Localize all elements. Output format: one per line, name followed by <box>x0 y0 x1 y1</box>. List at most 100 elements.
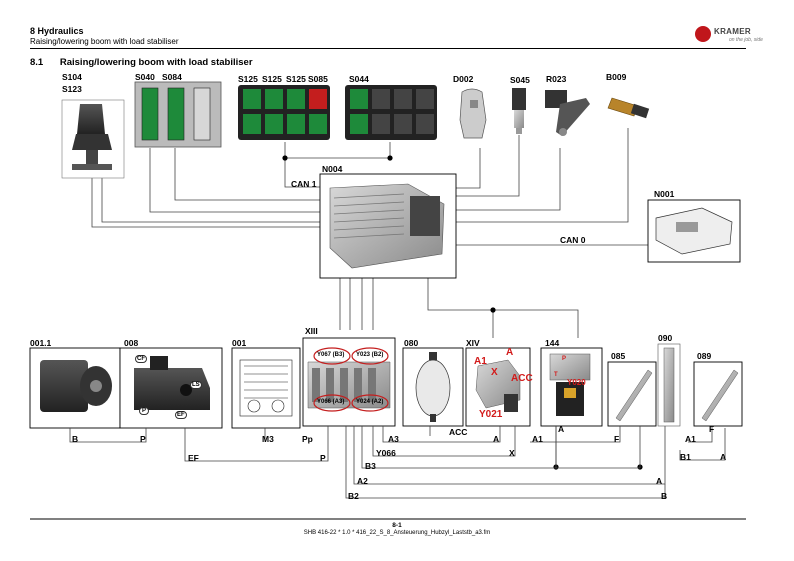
label-xiii: XIII <box>305 326 318 336</box>
label-can0: CAN 0 <box>560 235 586 245</box>
header-rule <box>30 48 746 49</box>
section-number: 8.1 <box>30 57 44 68</box>
section-heading: 8.1 Raising/lowering boom with load stab… <box>30 57 253 68</box>
valve-144-image <box>540 347 603 427</box>
controller-n004-image <box>319 173 457 279</box>
label-xiv: XIV <box>466 338 480 348</box>
line-a3: A3 <box>388 434 399 444</box>
port-t144: T <box>554 372 558 378</box>
line-b3: B3 <box>365 461 376 471</box>
label-0011: 001.1 <box>30 338 52 348</box>
cylinder-085-image <box>607 361 657 427</box>
load-stabiliser-xiv-image <box>465 347 531 427</box>
line-b2-right: B <box>661 491 668 501</box>
switch-panel-s125-s085 <box>238 85 330 140</box>
electrical-lines <box>91 128 648 338</box>
line-b1: B1 <box>680 452 691 462</box>
cylinder-089-image <box>693 361 743 427</box>
label-d002: D002 <box>453 74 474 84</box>
line-a-xiv: A <box>493 434 500 444</box>
label-b009: B009 <box>606 72 627 82</box>
label-y024: Y024 (A2) <box>356 399 384 405</box>
line-a1-b: A1 <box>685 434 696 444</box>
label-can1: CAN 1 <box>291 179 317 189</box>
page-number: 8-1 <box>392 522 402 529</box>
port-acc: ACC <box>511 373 533 384</box>
line-b: B <box>72 434 79 444</box>
control-valve-xiii-image <box>302 337 396 427</box>
port-y020: Y020 <box>567 378 586 387</box>
line-y066: Y066 <box>376 448 396 458</box>
switch-panel-s040-s084 <box>134 81 222 148</box>
port-p144: P <box>562 356 567 362</box>
line-a2: A2 <box>357 476 368 486</box>
port-a: A <box>506 347 514 358</box>
operator-seat-image <box>61 99 125 179</box>
line-x: X <box>509 448 515 458</box>
port-y021: Y021 <box>479 409 503 420</box>
chapter-title: 8 Hydraulics <box>30 26 84 36</box>
logo-mark-icon <box>695 26 711 42</box>
module-n001-image <box>647 199 741 263</box>
sensor-r023-image <box>545 90 590 136</box>
section-title: Raising/lowering boom with load stabilis… <box>59 57 253 68</box>
label-s084: S084 <box>162 72 182 82</box>
label-n004: N004 <box>322 164 343 174</box>
line-pp: Pp <box>302 434 313 444</box>
line-p: P <box>140 434 146 444</box>
accumulator-080-image <box>402 347 464 427</box>
line-m3: M3 <box>262 434 274 444</box>
port-a1: A1 <box>474 356 487 367</box>
line-ef: EF <box>188 453 199 463</box>
label-y067: Y067 (B3) <box>317 352 345 358</box>
label-s125-b: S125 <box>262 74 282 84</box>
label-144: 144 <box>545 338 560 348</box>
line-a1: A1 <box>532 434 543 444</box>
brand-tagline: on the job, side <box>729 37 763 43</box>
chapter-subtitle: Raising/lowering boom with load stabilis… <box>30 37 179 46</box>
label-085: 085 <box>611 351 626 361</box>
hydraulic-lines <box>69 426 726 499</box>
port-cf: CF <box>135 355 147 363</box>
label-s085: S085 <box>308 74 328 84</box>
label-090: 090 <box>658 333 673 343</box>
port-p: P <box>139 407 150 415</box>
label-080: 080 <box>404 338 419 348</box>
cylinder-090-image <box>657 343 681 427</box>
engine-001-image <box>231 347 301 429</box>
port-ls: LS <box>190 381 202 389</box>
label-s125-a: S125 <box>238 74 258 84</box>
sensor-b009-image <box>607 97 650 119</box>
label-s104: S104 <box>62 72 82 82</box>
label-y066: Y066 (A3) <box>317 399 345 405</box>
document-reference: SHB 416-22 * 1.0 * 416_22_S_8_Ansteuerun… <box>303 530 491 536</box>
port-ef: EF <box>175 411 187 419</box>
line-acc: ACC <box>449 427 468 437</box>
line-f-b: F <box>709 424 715 434</box>
port-x: X <box>491 367 498 378</box>
label-y023: Y023 (B2) <box>356 352 384 358</box>
label-s040: S040 <box>135 72 155 82</box>
sensor-s045-image <box>512 88 526 134</box>
line-f: F <box>614 434 620 444</box>
joystick-d002-image <box>459 88 487 139</box>
label-s045: S045 <box>510 75 530 85</box>
label-n001: N001 <box>654 189 675 199</box>
label-008: 008 <box>124 338 139 348</box>
line-a-144: A <box>558 424 565 434</box>
label-s125-c: S125 <box>286 74 306 84</box>
line-p2: P <box>320 453 326 463</box>
switch-panel-s044 <box>345 85 437 140</box>
line-b2: B2 <box>348 491 359 501</box>
line-a-089: A <box>720 452 727 462</box>
label-s044: S044 <box>349 74 369 84</box>
label-s123: S123 <box>62 84 82 94</box>
line-a2-right: A <box>656 476 663 486</box>
label-r023: R023 <box>546 74 567 84</box>
brand-logo: KRAMER on the job, side <box>695 24 775 48</box>
label-001: 001 <box>232 338 247 348</box>
label-089: 089 <box>697 351 712 361</box>
brand-name: KRAMER <box>714 27 751 36</box>
pump-0011-image <box>29 347 121 429</box>
